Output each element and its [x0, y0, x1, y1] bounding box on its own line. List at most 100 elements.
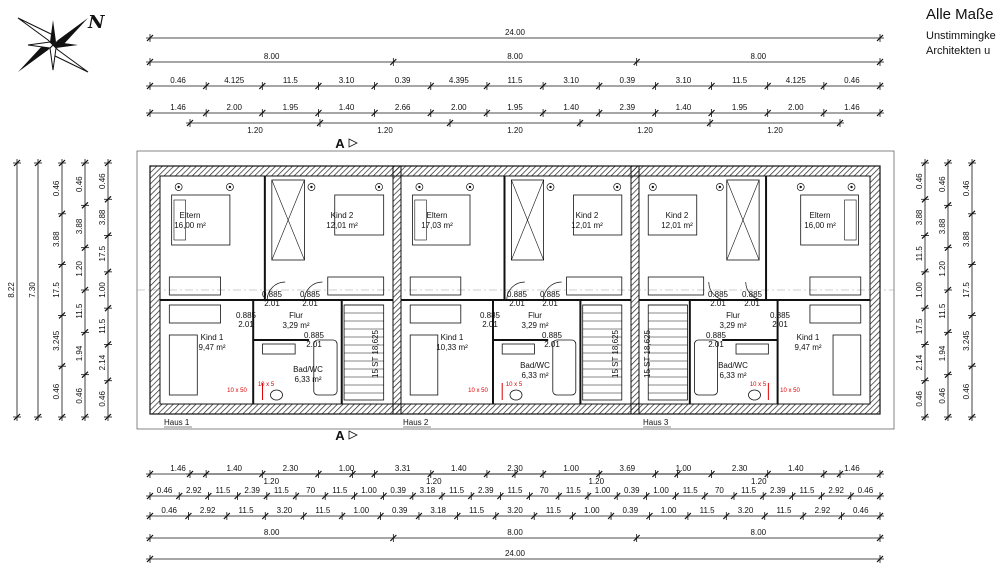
bottom-row2-dim-10: 11.5 [449, 486, 465, 495]
top-row2-sub-dim-4: 1.20 [767, 126, 783, 135]
section-arrow-icon [348, 430, 358, 440]
top-row2-dim-0: 1.46 [170, 103, 186, 112]
bottom-row1-dim-0: 1.46 [170, 464, 186, 473]
right-col-a-dim-5: 2.14 [915, 354, 924, 370]
top-row2-dim-8: 2.39 [620, 103, 636, 112]
door-label-bottom-6: 2.01 [482, 320, 498, 329]
bottom-row2-dim-22: 11.5 [800, 486, 816, 495]
red-label-small-0: 10 x 5 [258, 382, 275, 388]
room-area-h3_eltern: 16,00 m² [804, 221, 836, 230]
bottom-row3-dim-16: 11.5 [776, 506, 792, 515]
bottom-row3-dim-9: 3.20 [507, 506, 523, 515]
left-col-e-dim-6: 0.46 [98, 391, 107, 407]
bottom-row2-dim-3: 2.39 [244, 486, 260, 495]
left-col-d-dim-5: 0.46 [75, 388, 84, 404]
bottom-row2-dim-4: 11.5 [274, 486, 290, 495]
top-house-dim-2: 8.00 [751, 52, 767, 61]
top-row2-dim-4: 2.66 [395, 103, 411, 112]
room-name-h2_eltern: Eltern [427, 211, 448, 220]
top-row2-dim-1: 2.00 [226, 103, 242, 112]
right-col-a-dim-0: 0.46 [915, 173, 924, 189]
door-label-top-6: 0.885 [480, 311, 501, 320]
door-label-top-7: 0.885 [542, 331, 563, 340]
room-name-h3_eltern: Eltern [810, 211, 831, 220]
bottom-row1-dim-3: 1.00 [339, 464, 355, 473]
bottom-row1-dim-9: 1.00 [676, 464, 692, 473]
left-col-e-dim-0: 0.46 [98, 173, 107, 189]
bottom-row3-dim-6: 0.39 [392, 506, 408, 515]
top-row1-dim-11: 4.125 [786, 76, 807, 85]
bottom-row2-dim-5: 70 [306, 486, 315, 495]
red-label-0: 10 x 50 [227, 388, 247, 394]
bottom-row3-dim-13: 1.00 [661, 506, 677, 515]
room-area-h3_flur: 3,29 m² [719, 321, 746, 330]
right-col-a-dim-2: 11.5 [915, 246, 924, 262]
house-label-2: Haus 3 [643, 418, 669, 427]
room-name-h1_eltern: Eltern [180, 211, 201, 220]
bottom-row2-dim-7: 1.00 [361, 486, 377, 495]
red-label-small-2: 10 x 5 [750, 382, 767, 388]
bottom-row1-dim-6: 2.30 [507, 464, 523, 473]
room-area-h1_bad: 6,33 m² [294, 375, 321, 384]
room-name-h3_kind1: Kind 1 [797, 333, 820, 342]
right-col-c-dim-0: 0.46 [962, 180, 971, 196]
room-name-h1_kind2: Kind 2 [331, 211, 354, 220]
top-row2-sub-dim-3: 1.20 [637, 126, 653, 135]
bottom-row2-dim-13: 70 [540, 486, 549, 495]
bottom-row1-dim-1: 1.40 [226, 464, 242, 473]
bottom-house-dim-2: 8.00 [751, 528, 767, 537]
left-col-c-dim-2: 17.5 [52, 282, 61, 298]
bottom-row1-sub-dim-1: 1.20 [426, 477, 442, 486]
room-area-h2_bad: 6,33 m² [521, 371, 548, 380]
room-name-h1_bad: Bad/WC [293, 365, 323, 374]
room-name-h1_kind1: Kind 1 [201, 333, 224, 342]
top-house-dim-0: 8.00 [264, 52, 280, 61]
right-col-b-dim-0: 0.46 [938, 176, 947, 192]
bottom-row1-sub-dim-3: 1.20 [751, 477, 767, 486]
bottom-row2-dim-17: 1.00 [653, 486, 669, 495]
bottom-row1-sub-dim-0: 1.20 [263, 477, 279, 486]
bottom-row2-dim-14: 11.5 [566, 486, 582, 495]
left-col-d-dim-3: 11.5 [75, 303, 84, 319]
door-label-top-1: 0.885 [300, 290, 321, 299]
bottom-row2-dim-18: 11.5 [683, 486, 699, 495]
top-row1-dim-5: 4.395 [449, 76, 470, 85]
bottom-row3-dim-5: 1.00 [354, 506, 370, 515]
bottom-row2-dim-23: 2.92 [828, 486, 844, 495]
top-total-dim-0: 24.00 [505, 28, 526, 37]
top-row2-dim-5: 2.00 [451, 103, 467, 112]
bottom-row2-dim-1: 2.92 [186, 486, 202, 495]
bottom-row3-dim-7: 3.18 [430, 506, 446, 515]
bottom-row2-dim-2: 11.5 [216, 486, 232, 495]
room-area-h2_kind2: 12,01 m² [571, 221, 603, 230]
note-line-1: Alle Maße [926, 6, 994, 23]
left-col-d-dim-0: 0.46 [75, 176, 84, 192]
right-col-b-dim-4: 1.94 [938, 345, 947, 361]
bottom-row1-dim-12: 1.46 [844, 464, 860, 473]
top-row2-dim-3: 1.40 [339, 103, 355, 112]
bottom-row2-dim-20: 11.5 [741, 486, 757, 495]
bottom-row2-dim-19: 70 [715, 486, 724, 495]
compass-rose-icon [17, 17, 89, 73]
door-label-top-0: 0.885 [262, 290, 283, 299]
right-col-c-dim-2: 17.5 [962, 282, 971, 298]
note-line-2: Unstimmingke [926, 30, 996, 42]
top-row1-dim-8: 0.39 [620, 76, 636, 85]
door-label-bottom-4: 2.01 [509, 299, 525, 308]
bottom-row2-dim-16: 0.39 [624, 486, 640, 495]
bottom-row3-dim-2: 11.5 [239, 506, 255, 515]
room-area-h1_flur: 3,29 m² [282, 321, 309, 330]
left-col-e-dim-5: 2.14 [98, 354, 107, 370]
bottom-row3-dim-18: 0.46 [853, 506, 869, 515]
right-col-c-dim-1: 3.88 [962, 231, 971, 247]
bottom-row3-dim-1: 2.92 [200, 506, 216, 515]
room-area-h1_kind2: 12,01 m² [326, 221, 358, 230]
top-row2-dim-12: 1.46 [844, 103, 860, 112]
right-col-b-dim-3: 11.5 [938, 303, 947, 319]
top-row2-dim-2: 1.95 [283, 103, 299, 112]
room-name-h2_flur: Flur [528, 311, 542, 320]
left-col-e-dim-3: 1.00 [98, 282, 107, 298]
top-row2-dim-11: 2.00 [788, 103, 804, 112]
top-row1-dim-1: 4.125 [224, 76, 245, 85]
